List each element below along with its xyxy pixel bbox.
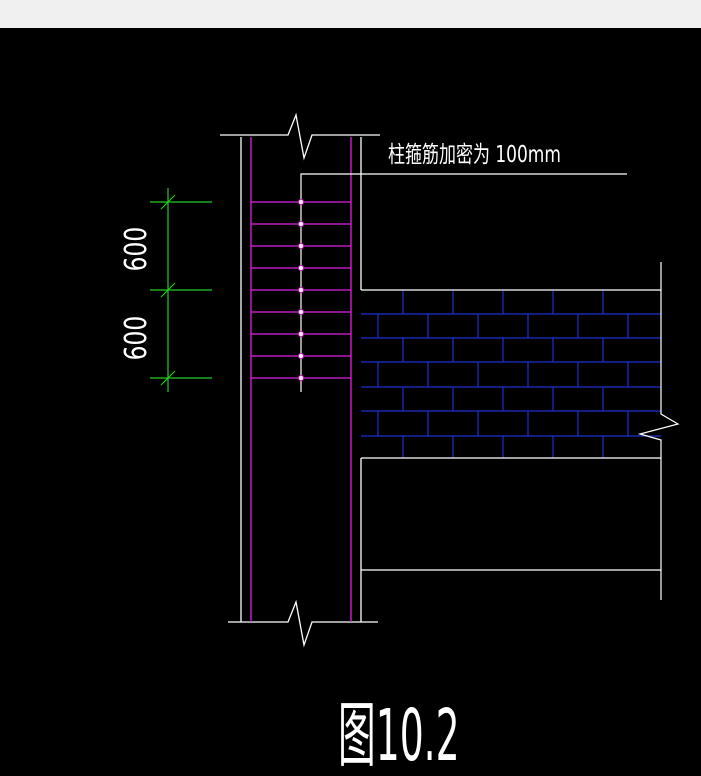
note-leader: [300, 173, 627, 392]
longitudinal-rebars: [250, 137, 352, 622]
column-outline: [220, 112, 380, 648]
wall-break-line: [637, 262, 680, 600]
top-break-line: [220, 112, 380, 161]
dimension-upper-text: 600: [119, 227, 154, 272]
dimension-lower-text: 600: [119, 316, 154, 361]
top-window-strip: [0, 0, 701, 28]
dimension-lines: [150, 188, 212, 392]
leader-dots: [298, 199, 304, 381]
bottom-break-line: [228, 599, 378, 648]
wall-outline: [361, 262, 680, 600]
brick-wall: [361, 291, 661, 458]
figure-label: 图10.2: [338, 695, 460, 776]
stirrup-note-text: 柱箍筋加密为 100mm: [388, 140, 561, 167]
